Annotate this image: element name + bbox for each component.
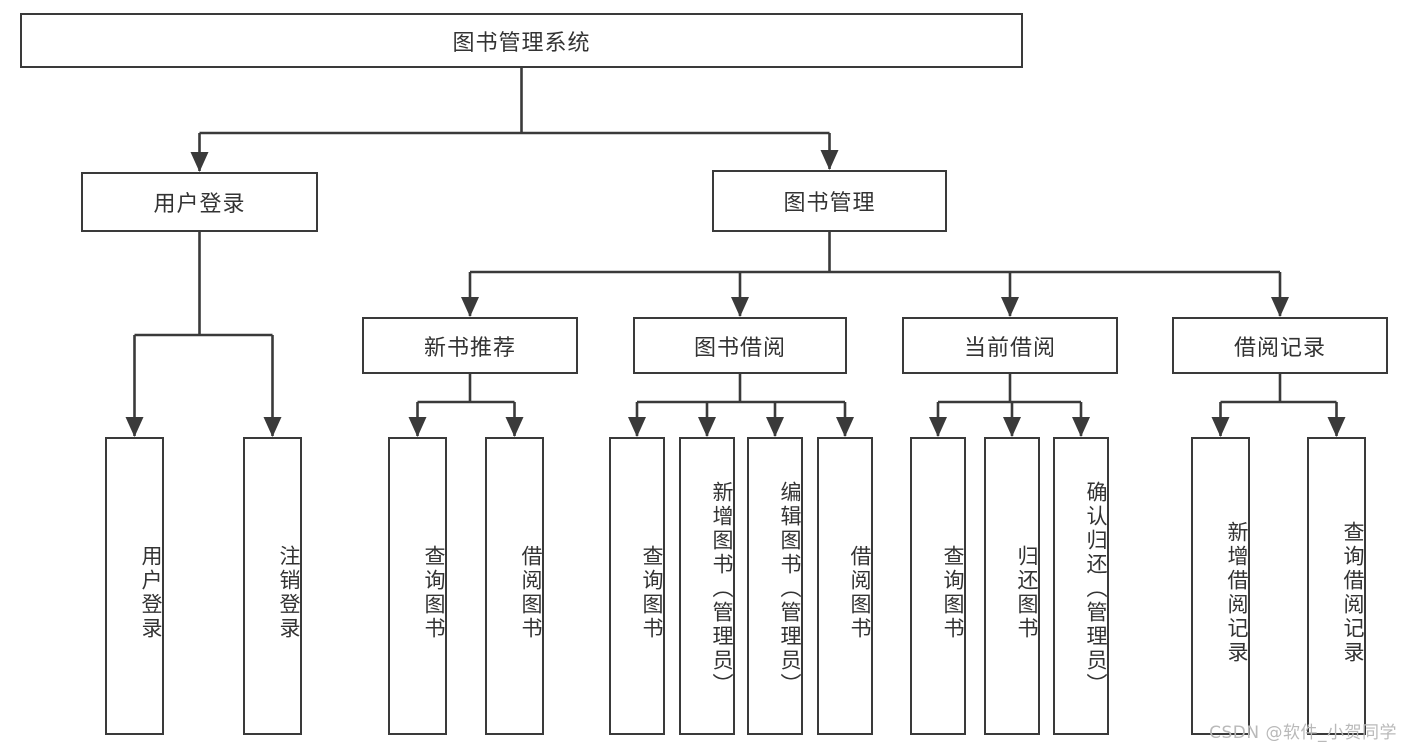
arrowhead-icon <box>408 417 427 437</box>
node-label: 新增借阅记录 <box>1225 521 1249 665</box>
node-l-qrec[interactable]: 查询借阅记录 <box>1307 437 1366 735</box>
node-label: 新书推荐 <box>423 335 516 361</box>
arrowhead-icon <box>929 417 947 437</box>
node-l-editbook[interactable]: 编辑图书（管理员） <box>747 437 803 735</box>
node-bookmgmt[interactable]: 图书管理 <box>712 170 947 232</box>
node-l-qbook1[interactable]: 查询图书 <box>388 437 447 735</box>
node-label: 查询图书 <box>640 545 664 641</box>
node-label: 新增图书（管理员） <box>710 481 734 697</box>
node-label: 确认归还（管理员） <box>1084 481 1108 697</box>
node-l-confirm[interactable]: 确认归还（管理员） <box>1053 437 1109 735</box>
arrowhead-icon <box>190 152 209 172</box>
node-label: 编辑图书（管理员） <box>778 481 802 697</box>
arrowhead-icon <box>505 417 524 437</box>
node-label: 借阅图书 <box>519 545 543 641</box>
arrowhead-icon <box>1003 417 1021 437</box>
node-label: 图书管理 <box>783 191 876 216</box>
node-borrow[interactable]: 图书借阅 <box>633 317 847 374</box>
node-l-bbook2[interactable]: 借阅图书 <box>817 437 873 735</box>
node-l-qbook3[interactable]: 查询图书 <box>910 437 966 735</box>
node-root[interactable]: 图书管理系统 <box>20 13 1023 68</box>
node-label: 用户登录 <box>153 192 246 217</box>
node-label: 查询借阅记录 <box>1341 521 1365 665</box>
node-login[interactable]: 用户登录 <box>81 172 318 232</box>
node-label: 用户登录 <box>139 545 163 641</box>
node-label: 图书借阅 <box>693 335 786 361</box>
node-l-qbook2[interactable]: 查询图书 <box>609 437 665 735</box>
arrowhead-icon <box>1072 417 1090 437</box>
node-l-bbook1[interactable]: 借阅图书 <box>485 437 544 735</box>
arrowhead-icon <box>1001 297 1019 317</box>
arrowhead-icon <box>836 417 854 437</box>
arrowhead-icon <box>461 297 479 317</box>
node-l-return[interactable]: 归还图书 <box>984 437 1040 735</box>
node-newbook[interactable]: 新书推荐 <box>362 317 578 374</box>
node-label: 借阅图书 <box>848 545 872 641</box>
arrowhead-icon <box>263 417 282 437</box>
node-label: 查询图书 <box>422 545 446 641</box>
node-records[interactable]: 借阅记录 <box>1172 317 1388 374</box>
arrowhead-icon <box>1327 417 1346 437</box>
node-label: 借阅记录 <box>1233 335 1326 361</box>
node-l-login[interactable]: 用户登录 <box>105 437 164 735</box>
node-l-logout[interactable]: 注销登录 <box>243 437 302 735</box>
node-label: 归还图书 <box>1015 545 1039 641</box>
node-label: 注销登录 <box>277 545 301 641</box>
node-l-addrec[interactable]: 新增借阅记录 <box>1191 437 1250 735</box>
arrowhead-icon <box>1211 417 1230 437</box>
node-label: 查询图书 <box>941 545 965 641</box>
arrowhead-icon <box>1271 297 1289 317</box>
arrowhead-icon <box>731 297 749 317</box>
watermark: CSDN @软件_小贺同学 <box>1209 723 1397 743</box>
arrowhead-icon <box>766 417 784 437</box>
node-l-addbook[interactable]: 新增图书（管理员） <box>679 437 735 735</box>
node-current[interactable]: 当前借阅 <box>902 317 1118 374</box>
arrowhead-icon <box>125 417 144 437</box>
node-label: 图书管理系统 <box>452 30 591 56</box>
arrowhead-icon <box>698 417 716 437</box>
arrowhead-icon <box>628 417 646 437</box>
arrowhead-icon <box>820 150 839 170</box>
node-label: 当前借阅 <box>963 335 1056 361</box>
